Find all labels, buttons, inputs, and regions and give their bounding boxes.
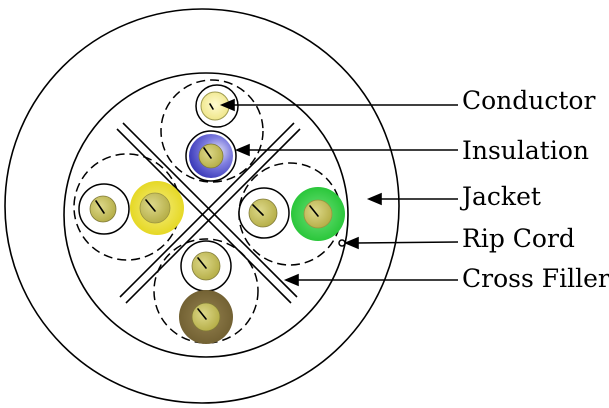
label-rip-cord: Rip Cord (462, 224, 575, 253)
wire-top-a (195, 84, 239, 128)
rip-cord-arrow (343, 236, 459, 250)
wire-pair-top (185, 84, 239, 182)
label-insulation: Insulation (462, 136, 589, 165)
wire-pair-bottom (179, 240, 233, 344)
wire-bottom-a (180, 240, 232, 292)
pair-boundary-bottom (153, 238, 259, 344)
wire-left-a (78, 183, 130, 235)
insulation-arrow (234, 143, 458, 157)
pair-boundary-top (160, 79, 264, 183)
leader-arrows (219, 98, 459, 287)
wire-top-b (185, 130, 237, 182)
jacket-arrow (366, 192, 458, 206)
label-cross-filler: Cross Filler (462, 264, 609, 293)
conductor-arrow (219, 98, 458, 112)
label-jacket: Jacket (459, 182, 541, 211)
core-boundary-circle (63, 72, 349, 358)
cross-filler-arrow (283, 273, 458, 287)
jacket-outer-circle (4, 8, 400, 404)
wire-pair-right (238, 187, 345, 241)
wire-right-b (291, 187, 345, 241)
wire-pair-left (78, 181, 184, 235)
label-conductor: Conductor (462, 86, 595, 115)
conductor-tick-marks (95, 103, 319, 320)
wire-left-b (130, 181, 184, 235)
wire-bottom-b (179, 290, 233, 344)
wire-right-a (238, 187, 290, 239)
